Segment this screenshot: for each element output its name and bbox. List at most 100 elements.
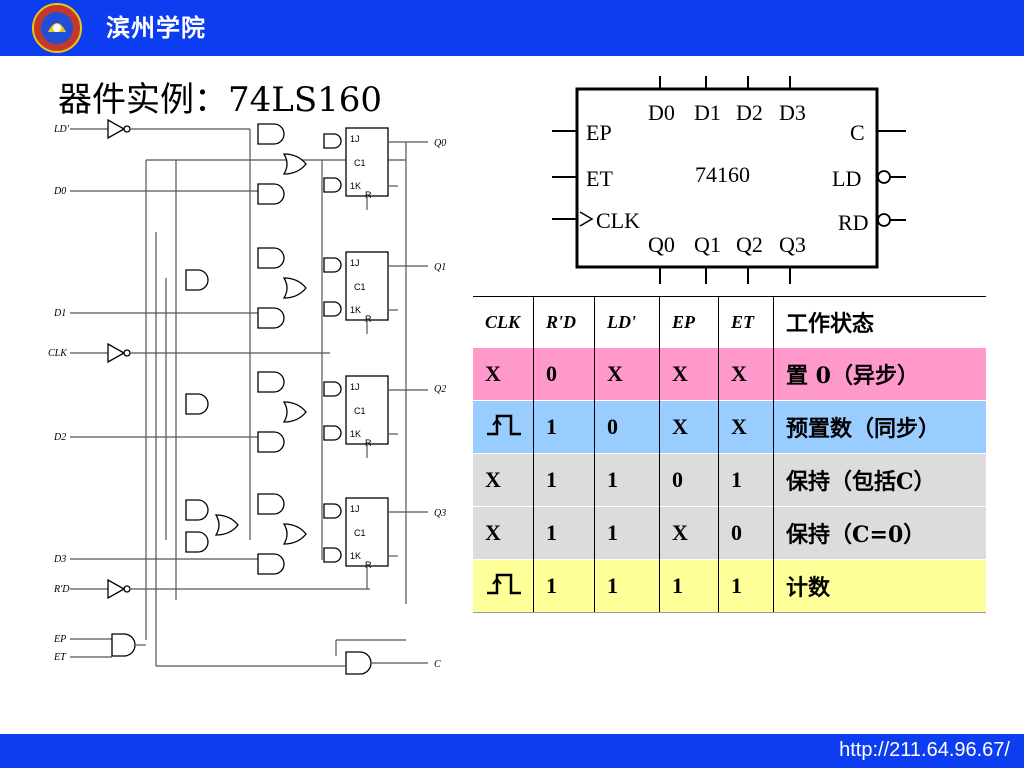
cell-ep: X bbox=[659, 347, 719, 401]
cell-et: 1 bbox=[718, 559, 774, 613]
cell-ld: 1 bbox=[594, 453, 660, 507]
pin-label: R bbox=[365, 314, 372, 324]
and-gate-icon bbox=[257, 247, 285, 269]
chip-pin-q0: Q0 bbox=[648, 232, 675, 257]
footer-url[interactable]: http://211.64.96.67/ bbox=[839, 739, 1010, 761]
table-row: 1 1 1 1 计数 bbox=[473, 559, 986, 613]
chip-pin-q1: Q1 bbox=[694, 232, 721, 257]
rising-pulse-icon bbox=[487, 573, 521, 595]
cell-ep: 0 bbox=[659, 453, 719, 507]
header-et: ET bbox=[718, 296, 774, 348]
cell-ep: X bbox=[659, 400, 719, 454]
and-gate-icon bbox=[257, 183, 285, 205]
input-label-clk: CLK bbox=[48, 348, 68, 359]
university-logo-icon bbox=[32, 3, 82, 53]
table-row: 1 0 X X 预置数（同步） bbox=[473, 400, 986, 454]
cell-clk: X bbox=[473, 506, 534, 560]
or-gate-icon bbox=[282, 277, 307, 299]
table-row: X 1 1 X 0 保持（C=0） bbox=[473, 506, 986, 560]
chip-symbol-74160: D0 D1 D2 D3 EP ET CLK C LD RD 74160 Q0 Q… bbox=[552, 76, 906, 284]
and-gate-icon bbox=[257, 553, 285, 575]
cell-ld: 1 bbox=[594, 506, 660, 560]
and-gate-icon bbox=[257, 431, 285, 453]
chip-pin-ld: LD bbox=[832, 166, 861, 191]
pin-label: 1K bbox=[350, 429, 361, 439]
cell-ld: 1 bbox=[594, 559, 660, 613]
table-row: X 0 X X X 置 0（异步） bbox=[473, 347, 986, 401]
and-gate-icon bbox=[185, 393, 209, 415]
header-bar: 滨州学院 bbox=[0, 0, 1024, 56]
cell-rd: 1 bbox=[533, 400, 595, 454]
cell-et: X bbox=[718, 400, 774, 454]
pin-label: C1 bbox=[354, 282, 366, 292]
output-label-q0: Q0 bbox=[434, 138, 446, 149]
chip-pin-d3: D3 bbox=[779, 100, 806, 125]
pin-label: C1 bbox=[354, 528, 366, 538]
and-gate-icon bbox=[257, 493, 285, 515]
chip-pin-q3: Q3 bbox=[779, 232, 806, 257]
cell-rd: 0 bbox=[533, 347, 595, 401]
or-gate-icon bbox=[282, 523, 307, 545]
output-label-c: C bbox=[434, 659, 441, 670]
input-label-d0: D0 bbox=[53, 186, 66, 197]
and-gate-icon bbox=[257, 123, 285, 145]
cell-ld: 0 bbox=[594, 400, 660, 454]
cell-clk bbox=[473, 559, 534, 613]
ld-buffer-icon bbox=[107, 118, 131, 140]
chip-pin-d1: D1 bbox=[694, 100, 721, 125]
cell-ep: X bbox=[659, 506, 719, 560]
ep-et-and-gate-icon bbox=[111, 633, 136, 657]
inversion-bubble-icon bbox=[877, 170, 891, 184]
input-label-d2: D2 bbox=[53, 432, 66, 443]
header-state: 工作状态 bbox=[773, 296, 986, 348]
clk-buffer-icon bbox=[107, 342, 131, 364]
cell-state: 置 0（异步） bbox=[773, 347, 986, 401]
header-ep: EP bbox=[659, 296, 719, 348]
rd-buffer-icon bbox=[107, 578, 131, 600]
cell-rd: 1 bbox=[533, 559, 595, 613]
clock-edge-icon bbox=[579, 211, 594, 227]
cell-state: 计数 bbox=[773, 559, 986, 613]
and-gate-icon bbox=[185, 531, 209, 553]
input-label-rd: R'D bbox=[53, 584, 70, 595]
jk-flipflop-3 bbox=[345, 497, 389, 567]
pin-label: 1K bbox=[350, 551, 361, 561]
chip-pin-q2: Q2 bbox=[736, 232, 763, 257]
cell-clk bbox=[473, 400, 534, 454]
input-label-ep: EP bbox=[53, 634, 66, 645]
stage-3: 1J C1 1K R bbox=[185, 493, 428, 589]
cell-state: 预置数（同步） bbox=[773, 400, 986, 454]
inversion-bubble-icon bbox=[877, 213, 891, 227]
carry-and-gate-icon bbox=[345, 651, 372, 675]
cell-et: X bbox=[718, 347, 774, 401]
chip-pin-clk: CLK bbox=[596, 208, 640, 233]
footer-bar: http://211.64.96.67/ bbox=[0, 734, 1024, 768]
cell-state: 保持（包括C） bbox=[773, 453, 986, 507]
and-gate-icon bbox=[185, 499, 209, 521]
pin-label: 1J bbox=[350, 382, 360, 392]
pin-label: 1K bbox=[350, 305, 361, 315]
and-gate-icon bbox=[185, 269, 209, 291]
cell-clk: X bbox=[473, 453, 534, 507]
chip-pin-d0: D0 bbox=[648, 100, 675, 125]
output-label-q2: Q2 bbox=[434, 384, 446, 395]
chip-body bbox=[575, 87, 879, 269]
input-label-et: ET bbox=[53, 652, 67, 663]
input-label-d3: D3 bbox=[53, 554, 66, 565]
chip-pin-c: C bbox=[850, 120, 865, 145]
pin-label: C1 bbox=[354, 406, 366, 416]
pin-label: 1K bbox=[350, 181, 361, 191]
rising-pulse-icon bbox=[487, 414, 521, 436]
cell-rd: 1 bbox=[533, 506, 595, 560]
page-title: 器件实例：74LS160 bbox=[58, 80, 383, 120]
or-gate-icon bbox=[214, 514, 239, 536]
chip-pin-rd: RD bbox=[838, 210, 869, 235]
pin-label: 1J bbox=[350, 504, 360, 514]
input-label-d1: D1 bbox=[53, 308, 66, 319]
output-label-q3: Q3 bbox=[434, 508, 446, 519]
stage-0: 1J C1 1K R bbox=[257, 123, 428, 210]
or-gate-icon bbox=[282, 401, 307, 423]
cell-state: 保持（C=0） bbox=[773, 506, 986, 560]
pin-label: R bbox=[365, 560, 372, 570]
pin-label: R bbox=[365, 438, 372, 448]
